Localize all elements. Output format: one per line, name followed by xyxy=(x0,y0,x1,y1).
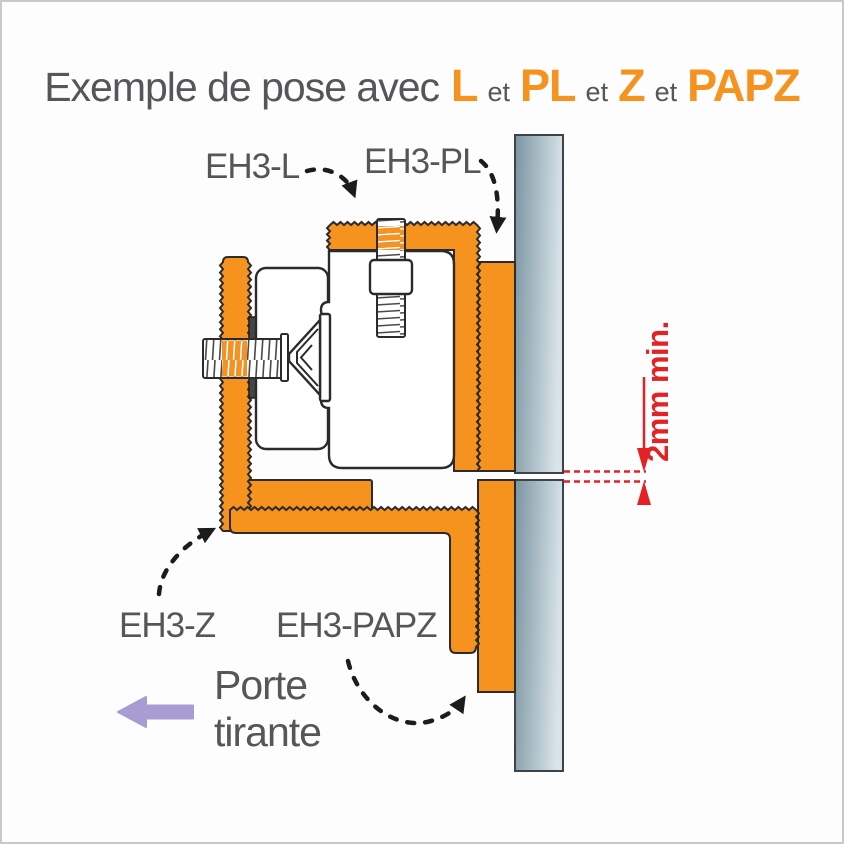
horizontal-bolt xyxy=(202,333,289,382)
panel-upper xyxy=(514,134,564,474)
bolt-washer xyxy=(280,333,289,382)
title-separator: et xyxy=(487,77,511,107)
clamp-cone-inner-line2 xyxy=(299,344,313,371)
title-prefix: Exemple de pose avec xyxy=(44,64,440,110)
title-separator: et xyxy=(585,77,609,107)
dashed-arrow-eh3-z-icon xyxy=(156,527,217,597)
clamp-cone-bar xyxy=(318,312,332,403)
page-title: Exemple de pose avec L et PL et Z et PAP… xyxy=(0,60,844,112)
label-eh3-z: EH3-Z xyxy=(119,606,216,645)
dimension-text: 2mm min. xyxy=(640,321,675,462)
title-product-pl: PL xyxy=(520,60,577,111)
panel-lower xyxy=(514,479,564,772)
dimension-arrow-up-icon xyxy=(637,481,651,505)
label-eh3-papz: EH3-PAPZ xyxy=(276,606,437,645)
title-separator: et xyxy=(654,77,678,107)
title-product-papz: PAPZ xyxy=(687,60,801,111)
label-porte: Porte xyxy=(214,662,307,708)
dashed-arrow-eh3-l-icon xyxy=(304,167,358,199)
title-product-z: Z xyxy=(618,60,645,111)
label-tirante: tirante xyxy=(214,709,321,755)
clamp-cone-inner-line xyxy=(296,328,319,387)
hex-nut xyxy=(368,258,414,296)
dashed-arrow-eh3-papz-icon xyxy=(345,658,466,726)
label-eh3-l: EH3-L xyxy=(205,147,300,186)
vertical-threaded-rod xyxy=(368,218,414,338)
label-eh3-pl: EH3-PL xyxy=(364,142,481,181)
eh3-l-bracket xyxy=(325,220,482,472)
clamp-main-body xyxy=(319,249,456,470)
dimension-arrow-down-icon xyxy=(637,448,651,472)
porte-tirante-arrow-icon xyxy=(117,696,194,728)
eh3-z-vertical-bar xyxy=(218,256,253,532)
dimension-2mm: 2mm min. xyxy=(564,321,675,505)
eh3-papz-plate xyxy=(477,479,516,693)
title-product-l: L xyxy=(451,60,478,111)
eh3-z-bracket xyxy=(229,505,481,654)
eh3-pl-plate xyxy=(477,261,516,472)
dashed-arrow-eh3-pl-icon xyxy=(478,158,507,234)
